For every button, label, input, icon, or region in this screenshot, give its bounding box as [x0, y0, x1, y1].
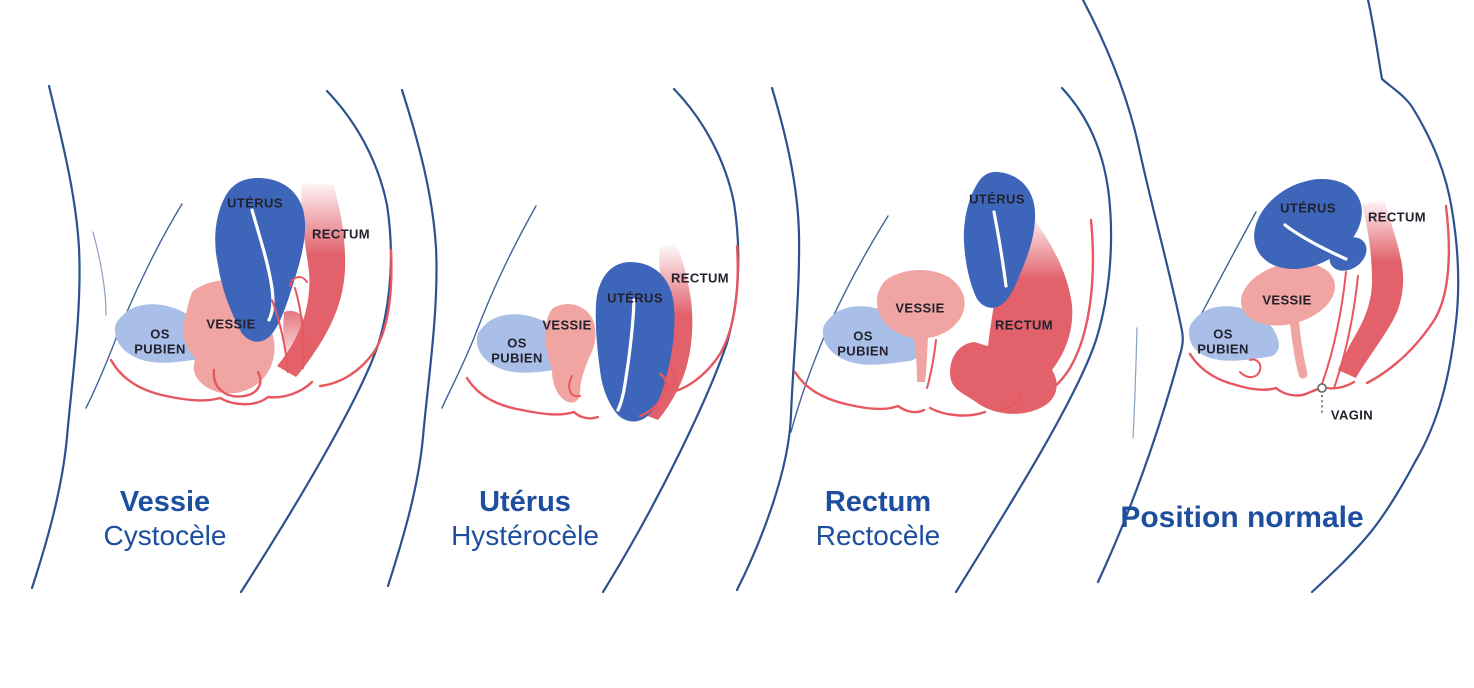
body-outline	[239, 89, 392, 594]
pelvic-floor-outline	[928, 406, 987, 417]
rectum-label: RECTUM	[994, 317, 1054, 333]
rectum-shape	[277, 183, 346, 377]
caption-position-normale: Position normale	[1072, 501, 1412, 534]
pelvic-floor-outline	[1188, 352, 1324, 397]
sacrum-outline	[666, 244, 739, 395]
groin-crease-line	[441, 205, 537, 409]
urethra-loop-line	[568, 375, 581, 398]
pelvic-floor-outline	[638, 372, 668, 418]
vagina-fade-shape	[283, 310, 304, 367]
body-outline	[30, 84, 81, 590]
rectum-label: RECTUM	[1367, 209, 1427, 225]
body-outline	[954, 86, 1113, 594]
pelvic-floor-outline	[109, 358, 314, 406]
anus-hook-line	[999, 395, 1023, 411]
caption-title: Position normale	[1120, 501, 1364, 534]
uterine-canal-line	[250, 208, 275, 322]
hip-crease-line	[92, 231, 107, 316]
perineum-curl-line	[1239, 358, 1262, 378]
caption-subtitle: Rectocèle	[815, 520, 941, 551]
panel-rectocele-art	[735, 86, 1113, 594]
uterus-shape	[595, 262, 675, 422]
pubic-bone-label: OS PUBIEN	[1197, 326, 1249, 357]
cervix-shape	[1329, 237, 1367, 271]
body-outline	[1310, 0, 1460, 594]
bladder-shape	[1240, 262, 1336, 326]
uterine-canal-line	[992, 210, 1008, 288]
caption-cystocele: Vessie Cystocèle	[0, 486, 335, 552]
groin-crease-line	[85, 203, 183, 409]
cervix-hook-line	[289, 276, 308, 287]
uterine-canal-line	[616, 298, 636, 412]
uterus-label: UTÉRUS	[607, 290, 663, 306]
uterine-canal-line	[1283, 223, 1348, 261]
rectum-label: RECTUM	[311, 226, 371, 242]
sacrum-outline	[1365, 204, 1451, 385]
panel-cystocele-art	[30, 84, 393, 594]
uterus-label: UTÉRUS	[969, 191, 1025, 207]
caption-subtitle: Cystocèle	[103, 520, 227, 551]
uterus-label: UTÉRUS	[227, 195, 283, 211]
bladder-label: VESSIE	[206, 316, 256, 332]
rectum-shape	[640, 242, 693, 420]
vagina-wall-line	[1321, 271, 1347, 385]
caption-title: Rectum	[824, 486, 932, 518]
vagina-wall-line	[271, 299, 289, 373]
vagina-wall-line	[1333, 275, 1359, 389]
pubic-bone-label: OS PUBIEN	[491, 335, 543, 366]
rectum-shape	[1338, 200, 1404, 378]
bladder-shape	[876, 269, 965, 382]
body-outline	[735, 86, 801, 592]
rectum-label: RECTUM	[670, 270, 730, 286]
sacrum-outline	[318, 248, 393, 388]
vagin-marker-circle	[1317, 383, 1327, 393]
caption-subtitle: Hystérocèle	[451, 520, 599, 551]
urethra-shape	[1289, 313, 1308, 379]
pubic-bone-label: OS PUBIEN	[134, 326, 186, 357]
panel-normal-art	[1081, 0, 1460, 594]
vagina-wall-line	[294, 287, 305, 369]
bladder-shape	[544, 304, 596, 403]
cystocele-bulge-outline	[212, 368, 262, 398]
panel-hysterocele-art	[386, 87, 740, 594]
inner-thigh-line	[1132, 327, 1138, 439]
uterus-label: UTÉRUS	[1280, 200, 1336, 216]
rectum-shape	[950, 213, 1073, 414]
body-outline	[386, 88, 438, 588]
bladder-label: VESSIE	[1262, 292, 1312, 308]
caption-rectocele: Rectum Rectocèle	[708, 486, 1048, 552]
pelvic-floor-outline	[465, 376, 600, 420]
bladder-label: VESSIE	[895, 300, 945, 316]
vagina-label: VAGIN	[1330, 407, 1374, 423]
caption-hysterocele: Utérus Hystérocèle	[355, 486, 695, 552]
anus-hook-line	[667, 367, 677, 391]
caption-title: Vessie	[119, 486, 211, 518]
pelvic-floor-outline	[793, 370, 926, 414]
body-outline	[1081, 0, 1184, 584]
caption-title: Utérus	[479, 486, 571, 518]
uterus-shape	[215, 178, 306, 342]
pubic-bone-label: OS PUBIEN	[837, 328, 889, 359]
bladder-label: VESSIE	[542, 317, 592, 333]
vagina-wall-line	[926, 339, 937, 389]
